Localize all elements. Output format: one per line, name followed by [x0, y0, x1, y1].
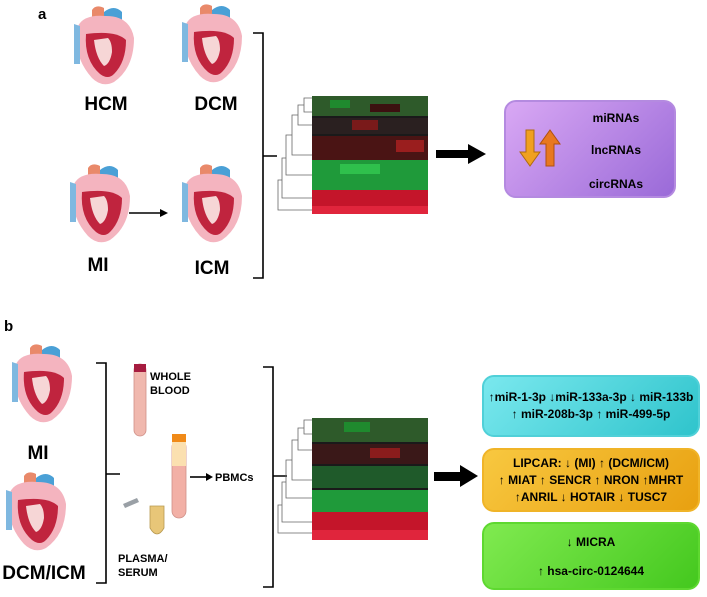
mi-heart-icon	[70, 164, 130, 243]
panel-a-letter: a	[38, 6, 47, 23]
lncrna-line-1: LIPCAR: ↓ (MI) ↑ (DCM/ICM)	[513, 456, 669, 470]
heatmap-b	[277, 418, 428, 540]
mi-b-label: MI	[27, 443, 49, 464]
circrna-box: ↓ MICRA ↑ hsa-circ-0124644	[482, 522, 700, 590]
lncrnas-label: lncRNAs	[590, 143, 641, 157]
dcm-heart-icon	[182, 4, 242, 83]
panel-a-bracket	[253, 32, 277, 279]
mi-label: MI	[87, 255, 109, 276]
panel-b-bracket-1	[96, 362, 120, 584]
lncrna-line-2: ↑ MIAT ↑ SENCR ↑ NRON ↑MHRT	[498, 473, 684, 487]
pbmc-arrow	[206, 473, 213, 481]
whole-blood-label: WHOLE BLOOD	[150, 371, 191, 397]
circrna-line-1: ↓ MICRA	[566, 535, 616, 549]
dcm-label: DCM	[194, 94, 238, 115]
plasma-serum-tube-icon	[123, 498, 165, 535]
plasma-serum-label: PLASMA/ SERUM	[118, 553, 168, 579]
ncrna-box: miRNAs lncRNAs circRNAs	[504, 100, 676, 198]
mirna-box: ↑miR-1-3p ↓miR-133a-3p ↓ miR-133b ↑ miR-…	[482, 375, 700, 437]
hcm-heart-icon	[74, 6, 134, 85]
pbmc-tube-icon	[171, 434, 187, 519]
icm-label: ICM	[194, 258, 230, 279]
panel-a-arrow	[468, 144, 486, 164]
panel-b-bracket-2	[263, 366, 287, 588]
icm-heart-icon	[182, 164, 242, 243]
dcm-icm-b-label: DCM/ICM	[2, 563, 86, 584]
hcm-label: HCM	[84, 94, 128, 115]
mirnas-label: miRNAs	[592, 111, 640, 125]
lncrna-box: LIPCAR: ↓ (MI) ↑ (DCM/ICM) ↑ MIAT ↑ SENC…	[482, 448, 700, 512]
pbmcs-label: PBMCs	[215, 472, 254, 484]
up-down-arrows-icon	[519, 129, 561, 167]
mi-heart-b-icon	[12, 344, 72, 423]
circrnas-label: circRNAs	[588, 177, 644, 191]
heatmap-a	[277, 96, 428, 214]
circrna-line-2: ↑ hsa-circ-0124644	[537, 564, 645, 578]
whole-blood-tube-icon	[133, 363, 147, 437]
panel-b-letter: b	[4, 318, 14, 335]
mirna-line-2: ↑ miR-208b-3p ↑ miR-499-5p	[511, 407, 671, 421]
lncrna-line-3: ↑ANRIL ↓ HOTAIR ↓ TUSC7	[514, 490, 668, 504]
panel-b-arrow	[460, 465, 478, 487]
dcm-icm-heart-b-icon	[6, 472, 66, 551]
mirna-line-1: ↑miR-1-3p ↓miR-133a-3p ↓ miR-133b	[488, 390, 694, 404]
